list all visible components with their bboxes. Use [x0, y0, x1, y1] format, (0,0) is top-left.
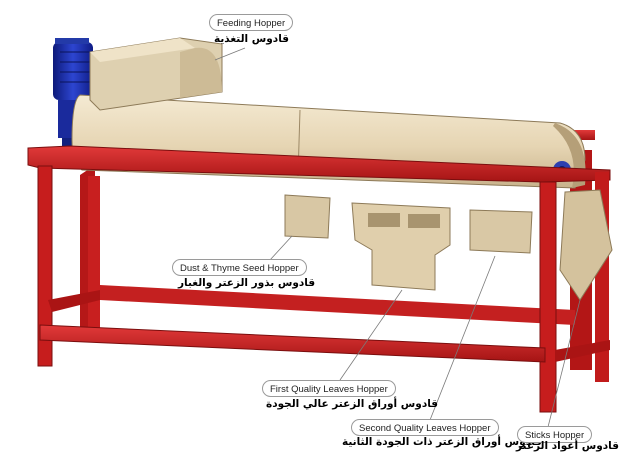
feeding-hopper	[89, 37, 223, 111]
leader-lines	[214, 47, 581, 428]
sticks-hopper	[559, 189, 613, 301]
feeding-hopper-label-ar: قادوس التغذية	[214, 33, 290, 45]
feeding-hopper-label-en: Feeding Hopper	[209, 14, 294, 31]
first-quality-label-en: First Quality Leaves Hopper	[262, 380, 396, 397]
frame-front	[27, 145, 611, 413]
first-quality-label-ar: قادوس أوراق الزعتر عالي الجودة	[266, 398, 439, 410]
second-quality-hopper	[469, 209, 533, 254]
first-quality-hopper	[351, 202, 451, 291]
sticks-hopper-label-en: Sticks Hopper	[517, 426, 593, 443]
second-quality-label-en: Second Quality Leaves Hopper	[351, 419, 499, 436]
dust-hopper-label-en: Dust & Thyme Seed Hopper	[172, 259, 307, 276]
dust-hopper	[284, 194, 331, 239]
dust-hopper-label-ar: قادوس بذور الزعتر والغبار	[178, 277, 316, 289]
sticks-hopper-label-ar: قادوس أعواد الزعتر	[516, 440, 619, 452]
second-quality-label-ar: قادوس أوراق الزعتر ذات الجودة الثانية	[342, 436, 542, 448]
